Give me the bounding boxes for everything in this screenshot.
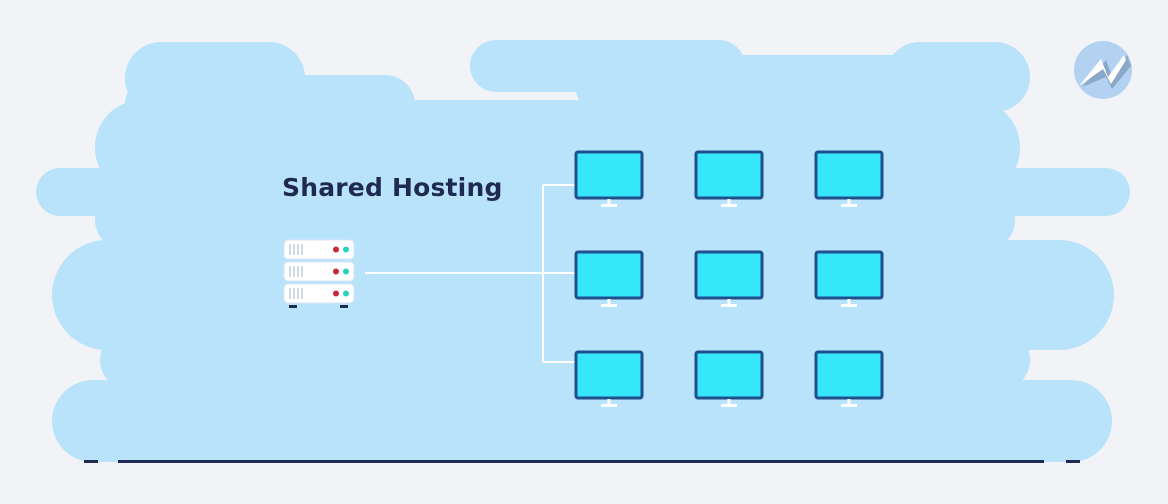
- server-led-red: [333, 290, 339, 297]
- monitor-screen: [694, 250, 764, 300]
- floor-segment: [118, 460, 1044, 463]
- connector-lines: [365, 184, 576, 363]
- monitor-stand: [601, 204, 617, 207]
- server-foot: [289, 305, 297, 308]
- monitor-screen: [814, 250, 884, 300]
- logo-bolt: [1079, 55, 1126, 86]
- server-vent: [297, 244, 299, 255]
- monitor-stand: [601, 404, 617, 407]
- server-unit: [283, 283, 355, 304]
- server-unit: [283, 239, 355, 260]
- server-vent: [297, 266, 299, 277]
- monitor-neck: [727, 199, 731, 205]
- server-vent: [293, 288, 295, 299]
- monitor-neck: [847, 399, 851, 405]
- monitor-stand: [841, 204, 857, 207]
- monitor-neck: [607, 299, 611, 305]
- logo-shade: [1082, 55, 1131, 89]
- monitor-stand: [841, 304, 857, 307]
- server-vent: [293, 244, 295, 255]
- monitor-icon: [814, 150, 884, 207]
- monitor-neck: [607, 399, 611, 405]
- monitor-screen: [574, 250, 644, 300]
- server-led-teal: [343, 290, 349, 297]
- monitor-screen: [814, 150, 884, 200]
- monitor-icon: [694, 250, 764, 307]
- monitor-screen: [574, 150, 644, 200]
- server-vent: [301, 244, 303, 255]
- monitor-screen: [574, 350, 644, 400]
- server-led-teal: [343, 268, 349, 275]
- monitor-neck: [727, 299, 731, 305]
- cloud-blob: [885, 42, 1030, 112]
- monitor-stand: [721, 304, 737, 307]
- server-vent: [289, 266, 291, 277]
- monitor-icon: [574, 350, 644, 407]
- monitor-neck: [607, 199, 611, 205]
- server-led-red: [333, 246, 339, 253]
- floor-segment: [84, 460, 98, 463]
- server-unit: [283, 261, 355, 282]
- monitor-stand: [841, 404, 857, 407]
- monitor-icon: [574, 150, 644, 207]
- monitor-icon: [694, 150, 764, 207]
- monitor-icon: [814, 350, 884, 407]
- monitor-icon: [694, 350, 764, 407]
- monitor-screen: [694, 350, 764, 400]
- diagram-title: Shared Hosting: [282, 173, 503, 202]
- server-rack-icon: [283, 239, 355, 308]
- monitor-neck: [847, 299, 851, 305]
- server-led-teal: [343, 246, 349, 253]
- monitor-stand: [721, 404, 737, 407]
- monitor-screen: [694, 150, 764, 200]
- floor-segment: [1066, 460, 1080, 463]
- server-vent: [289, 288, 291, 299]
- lightning-logo-icon: [1074, 41, 1132, 99]
- monitor-neck: [847, 199, 851, 205]
- server-vent: [293, 266, 295, 277]
- monitor-neck: [727, 399, 731, 405]
- monitor-screen: [814, 350, 884, 400]
- monitor-icon: [814, 250, 884, 307]
- cloud-blob: [260, 100, 880, 462]
- server-vent: [301, 266, 303, 277]
- server-vent: [289, 244, 291, 255]
- monitor-stand: [601, 304, 617, 307]
- floor-line: [84, 460, 1080, 463]
- client-monitors: [574, 150, 884, 407]
- server-foot: [340, 305, 348, 308]
- server-vent: [301, 288, 303, 299]
- server-vent: [297, 288, 299, 299]
- monitor-icon: [574, 250, 644, 307]
- monitor-stand: [721, 204, 737, 207]
- server-led-red: [333, 268, 339, 275]
